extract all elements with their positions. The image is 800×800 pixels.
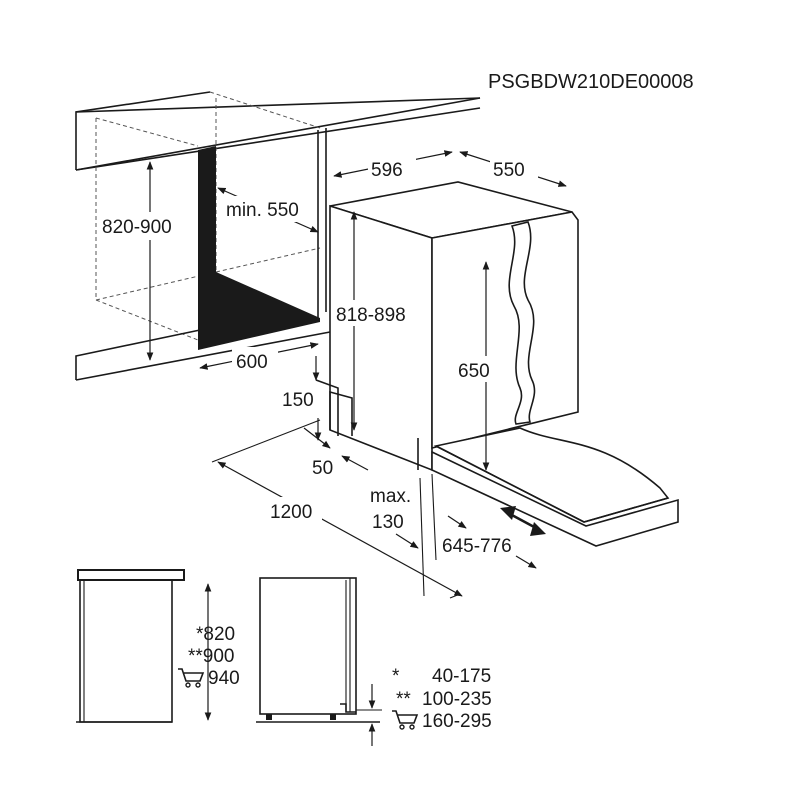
front-view-niche	[76, 569, 185, 723]
door-opening-dimension	[217, 461, 463, 597]
max-value: 130	[372, 512, 404, 533]
niche-height-label: 820-900	[102, 217, 172, 238]
door-depth-label: 645-776	[442, 536, 512, 557]
foot-range-2-value: 100-235	[422, 689, 492, 710]
toe-height-label: 150	[282, 390, 314, 411]
door-depth-arrow-start	[447, 515, 467, 529]
front-height-line2: **900	[188, 646, 235, 667]
toe-depth-right-arrow	[341, 455, 369, 471]
door-opening-label: 1200	[270, 502, 312, 523]
installation-niche	[75, 91, 481, 381]
front-height-line1: *820	[196, 624, 235, 645]
model-code: PSGBDW210DE00008	[488, 71, 694, 93]
door-depth-arrow-end	[515, 555, 537, 569]
side-view-appliance	[256, 577, 380, 723]
toe-depth-label: 50	[312, 458, 333, 479]
toe-depth-left-arrow	[303, 427, 331, 449]
niche-depth-label: min. 550	[226, 200, 299, 221]
foot-range-3-value: 160-295	[422, 711, 492, 732]
max-dimension-arrow	[395, 533, 419, 549]
appliance-width-label: 596	[371, 160, 403, 181]
door-height-label: 650	[458, 361, 490, 382]
niche-width-label: 600	[236, 352, 268, 373]
foot-range-1-value: 40-175	[432, 666, 491, 687]
trolley-icon	[178, 668, 205, 688]
door-adjust-arrow-icon	[500, 506, 546, 536]
appliance-height-label: 818-898	[336, 305, 406, 326]
foot-range-2-mark: **	[396, 689, 411, 710]
front-height-line3: 940	[208, 668, 240, 689]
appliance-depth-label: 550	[493, 160, 525, 181]
foot-range-1-mark: *	[392, 666, 400, 687]
trolley-icon	[392, 710, 419, 730]
max-label: max.	[370, 486, 411, 507]
